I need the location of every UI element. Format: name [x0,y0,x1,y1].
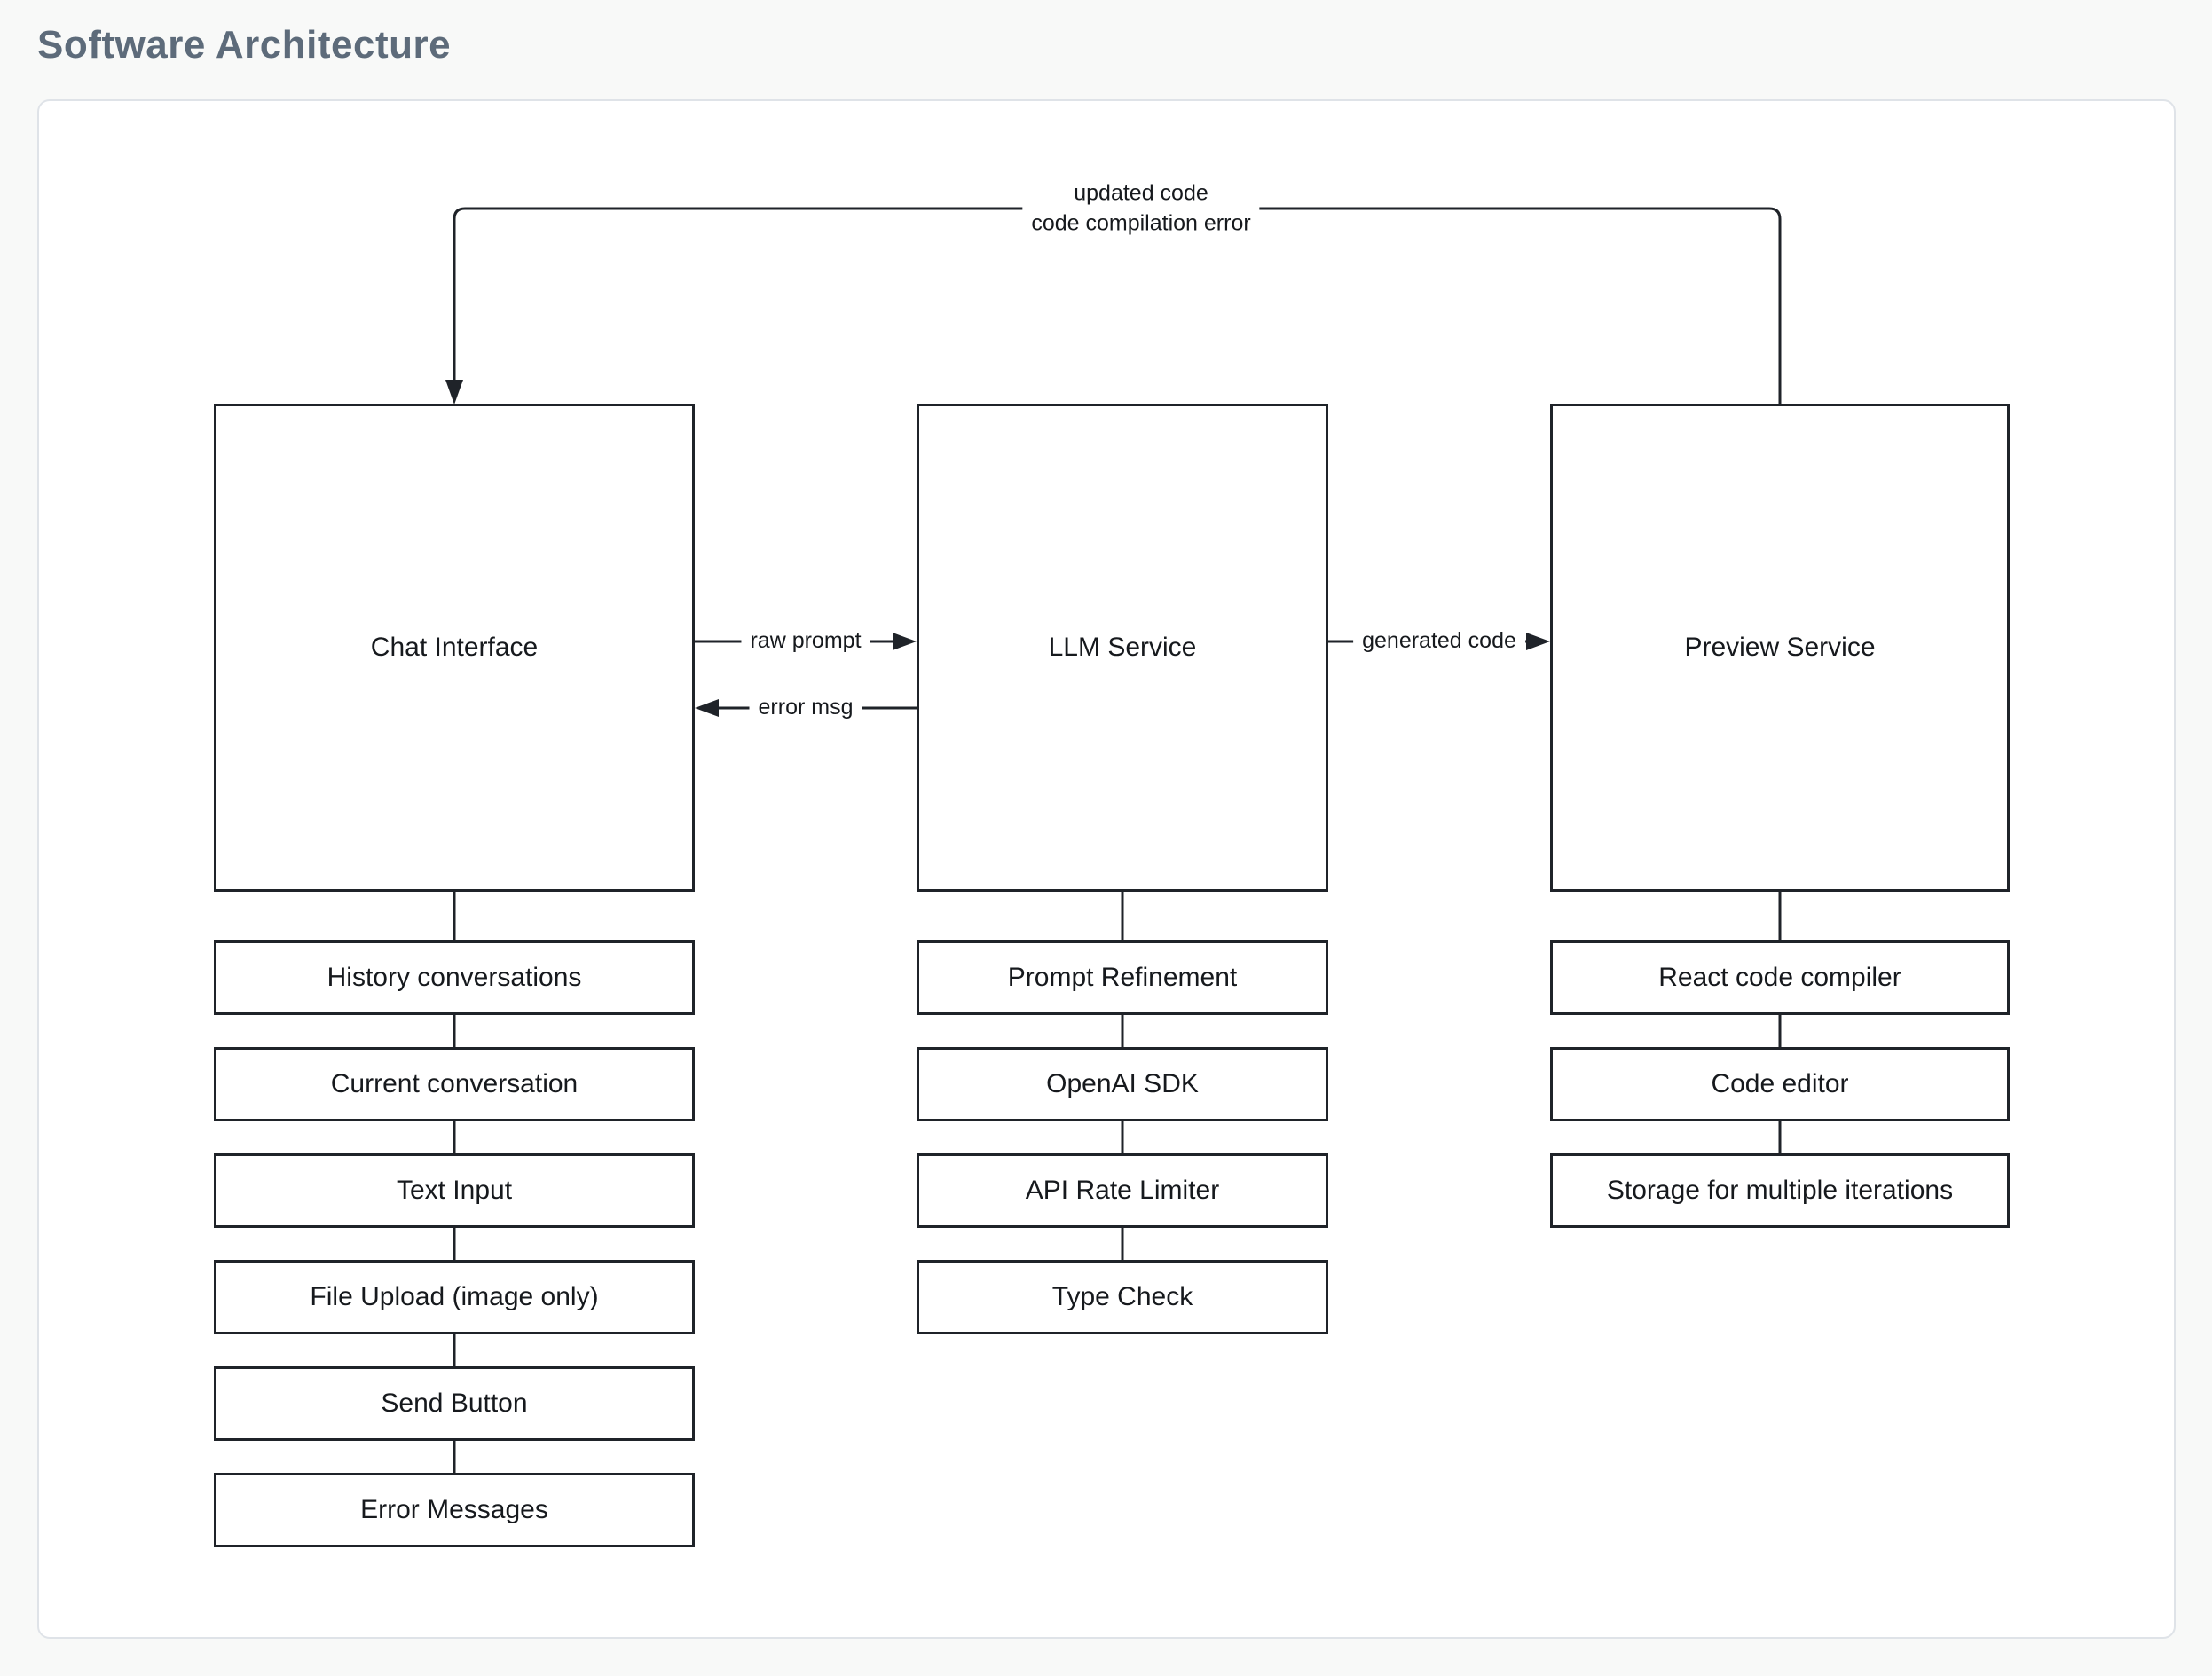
subnode-label: Prompt Refinement [1007,963,1238,992]
node-preview-service-label: Preview Service [1684,633,1876,662]
subnode-label: Current conversation [330,1069,579,1098]
edge-label-raw-prompt: raw prompt [741,625,870,658]
subnode-api-rate-limiter: API Rate Limiter [917,1153,1328,1228]
subnode-label: Text Input [396,1176,513,1205]
subnode-storage-iterations: Storage for multiple iterations [1550,1153,2010,1228]
node-llm-service: LLM Service [917,404,1328,892]
subnode-label: API Rate Limiter [1025,1176,1220,1205]
subnode-error-messages: Error Messages [214,1473,695,1547]
subnode-label: Storage for multiple iterations [1606,1176,1954,1205]
node-chat-interface-label: Chat Interface [370,633,539,662]
subnode-label: React code compiler [1658,963,1901,992]
subnode-file-upload: File Upload (image only) [214,1260,695,1334]
subnode-history-conversations: History conversations [214,940,695,1015]
subnode-text-input: Text Input [214,1153,695,1228]
subnode-label: Send Button [381,1389,528,1418]
subnode-label: File Upload (image only) [310,1282,599,1311]
subnode-openai-sdk: OpenAI SDK [917,1047,1328,1121]
subnode-label: History conversations [327,963,582,992]
edge-label-feedback-line1: updated code [1074,180,1208,206]
subnode-type-check: Type Check [917,1260,1328,1334]
edge-label-generated-code: generated code [1353,625,1525,658]
edge-label-feedback: updated code code compilation error [1022,177,1260,240]
node-llm-service-label: LLM Service [1048,633,1197,662]
subnode-label: Code editor [1711,1069,1849,1098]
subnode-react-code-compiler: React code compiler [1550,940,2010,1015]
subnode-code-editor: Code editor [1550,1047,2010,1121]
subnode-prompt-refinement: Prompt Refinement [917,940,1328,1015]
subnode-send-button: Send Button [214,1366,695,1441]
subnode-label: OpenAI SDK [1046,1069,1199,1098]
subnode-label: Error Messages [360,1495,548,1524]
node-preview-service: Preview Service [1550,404,2010,892]
subnode-current-conversation: Current conversation [214,1047,695,1121]
edge-label-error-msg: error msg [749,691,862,725]
edge-label-feedback-line2: code compilation error [1031,210,1251,235]
page-title: Software Architecture [37,23,452,67]
node-chat-interface: Chat Interface [214,404,695,892]
subnode-label: Type Check [1051,1282,1193,1311]
